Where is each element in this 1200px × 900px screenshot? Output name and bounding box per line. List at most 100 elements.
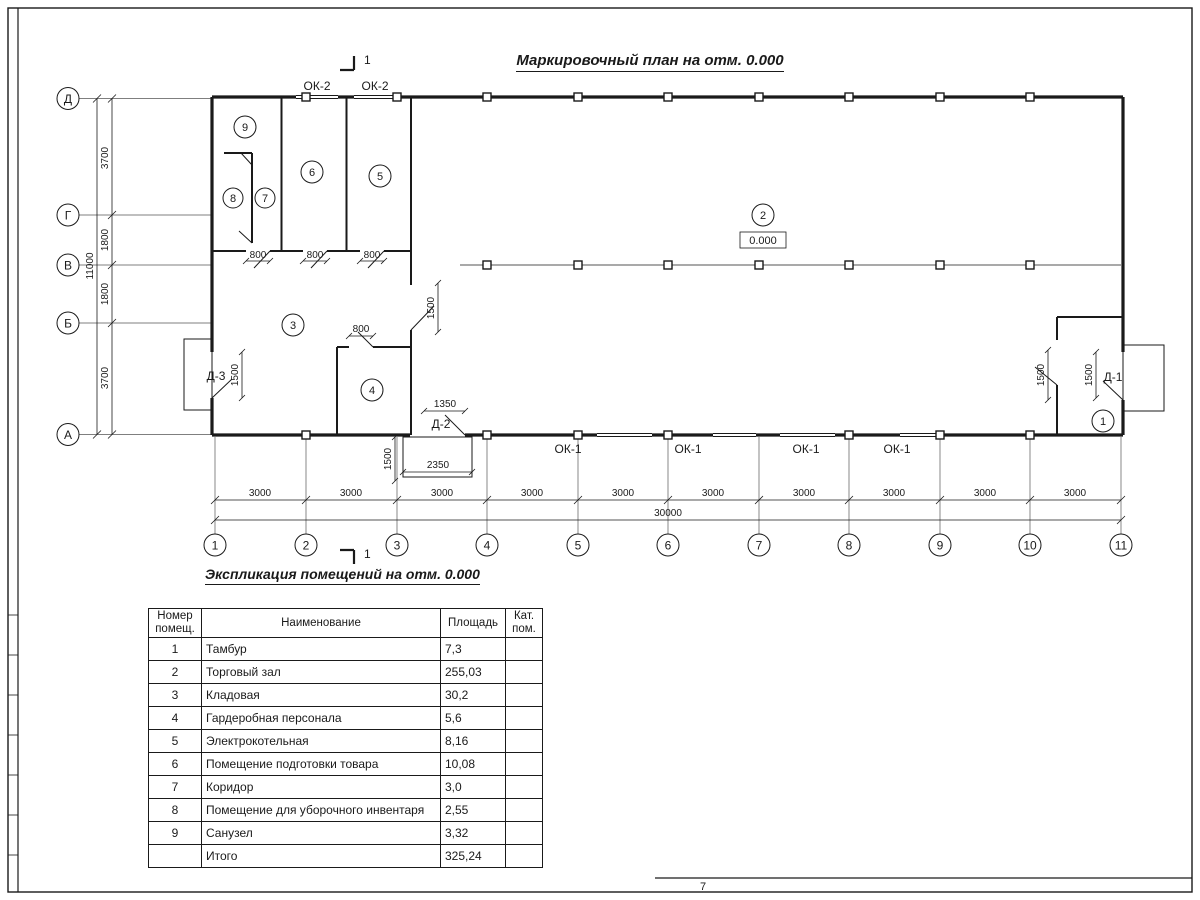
room-name: Электрокотельная <box>201 729 441 754</box>
total-cat-empty <box>505 844 543 869</box>
dim-3000-3: 3000 <box>431 488 454 499</box>
room-schedule-table: Номер помещ. Наименование Площадь Кат. п… <box>148 607 543 869</box>
total-label: Итого <box>201 844 441 869</box>
room-cat <box>505 729 543 754</box>
room-num: 6 <box>148 752 202 777</box>
dim-2350: 2350 <box>427 460 450 471</box>
room-area: 255,03 <box>440 660 506 685</box>
window-ok1-label-2: ОК-1 <box>675 442 702 456</box>
axis-label-a: А <box>64 428 72 442</box>
room-area: 3,32 <box>440 821 506 846</box>
room-num: 4 <box>148 706 202 731</box>
dim-1500-1: 1500 <box>426 296 437 319</box>
axis-number-9: 9 <box>937 539 944 553</box>
dim-3000-10: 3000 <box>1064 488 1087 499</box>
table-row: 6 Помещение подготовки товара 10,08 <box>148 752 543 777</box>
room-area: 3,0 <box>440 775 506 800</box>
axis-label-b: Б <box>64 317 72 331</box>
room-area: 8,16 <box>440 729 506 754</box>
room-2-number: 2 <box>760 210 766 222</box>
room-area: 5,6 <box>440 706 506 731</box>
dim-1800-2: 1800 <box>100 282 111 305</box>
windows <box>296 95 938 437</box>
axis-number-1: 1 <box>212 539 219 553</box>
room-cat <box>505 798 543 823</box>
dim-800-4: 800 <box>353 324 370 335</box>
room-cat <box>505 706 543 731</box>
dim-1500-5: 1500 <box>1084 363 1095 386</box>
room-area: 7,3 <box>440 637 506 662</box>
dim-1500-3: 1500 <box>383 447 394 470</box>
section-mark-label-bottom: 1 <box>364 547 371 561</box>
window-ok1-label-4: ОК-1 <box>884 442 911 456</box>
dim-1800-1: 1800 <box>100 228 111 251</box>
section-marks <box>340 56 356 564</box>
dim-1350: 1350 <box>434 399 457 410</box>
room-1-number: 1 <box>1100 416 1106 428</box>
window-ok2-label-2: ОК-2 <box>362 79 389 93</box>
room-cat <box>505 775 543 800</box>
room-cat <box>505 637 543 662</box>
door-leaves <box>211 152 1124 436</box>
room-name: Помещение для уборочного инвентаря <box>201 798 441 823</box>
dim-3700-top: 3700 <box>100 146 111 169</box>
axis-number-7: 7 <box>756 539 763 553</box>
bottom-dim-chain <box>210 495 1126 525</box>
axis-number-6: 6 <box>665 539 672 553</box>
table-row: 3 Кладовая 30,2 <box>148 683 543 708</box>
th-room-name: Наименование <box>201 607 441 639</box>
room-num: 1 <box>148 637 202 662</box>
axis-number-10: 10 <box>1023 539 1037 553</box>
interior-walls <box>212 97 1123 435</box>
door-d1-label: Д-1 <box>1104 370 1123 384</box>
schedule-title: Экспликация помещений на отм. 0.000 <box>205 566 480 585</box>
window-ok1-label-3: ОК-1 <box>793 442 820 456</box>
room-9-number: 9 <box>242 122 248 134</box>
dim-3000-8: 3000 <box>883 488 906 499</box>
room-6-number: 6 <box>309 167 315 179</box>
room-name: Тамбур <box>201 637 441 662</box>
small-dim-lines <box>238 257 1100 485</box>
table-row: 9 Санузел 3,32 <box>148 821 543 846</box>
room-num: 3 <box>148 683 202 708</box>
table-row: 2 Торговый зал 255,03 <box>148 660 543 685</box>
th-room-area: Площадь <box>440 607 506 639</box>
room-numbers <box>222 115 1115 433</box>
room-7-number: 7 <box>262 193 268 205</box>
room-name: Коридор <box>201 775 441 800</box>
room-num: 8 <box>148 798 202 823</box>
dim-3000-5: 3000 <box>612 488 635 499</box>
dim-1500-4: 1500 <box>1036 363 1047 386</box>
room-area: 10,08 <box>440 752 506 777</box>
dim-3700-bottom: 3700 <box>100 366 111 389</box>
axis-number-4: 4 <box>484 539 491 553</box>
dim-1500-2: 1500 <box>230 363 241 386</box>
window-ok2-label-1: ОК-2 <box>304 79 331 93</box>
dim-800-1: 800 <box>250 250 267 261</box>
section-mark-label-top: 1 <box>364 53 371 67</box>
dim-800-3: 800 <box>364 250 381 261</box>
plan-title: Маркировочный план на отм. 0.000 <box>420 52 880 72</box>
dim-3000-1: 3000 <box>249 488 272 499</box>
table-row: 4 Гардеробная персонала 5,6 <box>148 706 543 731</box>
table-row: 5 Электрокотельная 8,16 <box>148 729 543 754</box>
sheet-frame <box>7 7 1193 893</box>
axis-label-d: Д <box>64 92 72 106</box>
room-name: Санузел <box>201 821 441 846</box>
room-area: 2,55 <box>440 798 506 823</box>
total-area: 325,24 <box>440 844 506 869</box>
axis-lines <box>79 98 1122 534</box>
room-name: Кладовая <box>201 683 441 708</box>
columns <box>301 92 1121 440</box>
axis-number-5: 5 <box>575 539 582 553</box>
room-3-number: 3 <box>290 320 296 332</box>
th-room-number: Номер помещ. <box>148 607 202 639</box>
dim-3000-4: 3000 <box>521 488 544 499</box>
table-row: 7 Коридор 3,0 <box>148 775 543 800</box>
room-name: Помещение подготовки товара <box>201 752 441 777</box>
room-area: 30,2 <box>440 683 506 708</box>
room-4-number: 4 <box>369 385 375 397</box>
room-num: 5 <box>148 729 202 754</box>
room-5-number: 5 <box>377 171 383 183</box>
